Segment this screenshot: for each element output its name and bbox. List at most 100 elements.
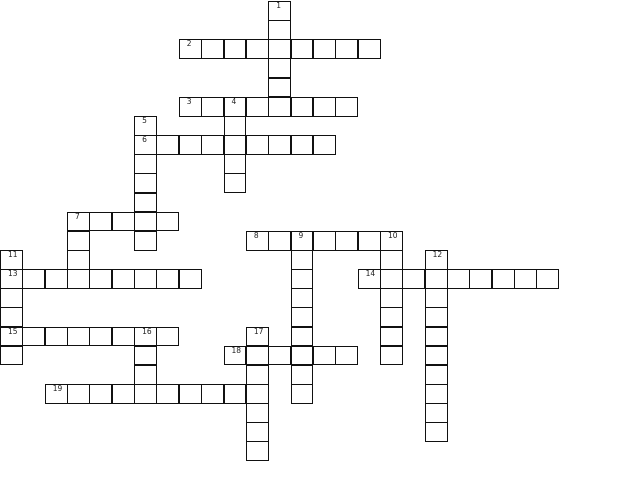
crossword-cell[interactable] <box>312 230 336 251</box>
crossword-cell[interactable] <box>335 39 359 60</box>
crossword-cell[interactable] <box>134 364 158 385</box>
crossword-cell[interactable] <box>312 135 336 155</box>
crossword-cell[interactable] <box>111 384 135 404</box>
crossword-cell[interactable] <box>67 249 90 270</box>
crossword-cell[interactable] <box>335 230 359 251</box>
crossword-cell[interactable] <box>0 288 23 308</box>
crossword-cell[interactable] <box>290 326 314 347</box>
crossword-cell[interactable] <box>424 422 448 443</box>
crossword-cell[interactable] <box>379 288 403 308</box>
crossword-cell[interactable] <box>89 211 113 232</box>
crossword-cell[interactable] <box>268 39 292 60</box>
crossword-cell[interactable] <box>268 96 292 117</box>
crossword-cell[interactable] <box>357 269 381 289</box>
crossword-cell[interactable] <box>245 135 269 155</box>
crossword-cell[interactable] <box>290 384 314 404</box>
crossword-cell[interactable] <box>245 326 269 347</box>
crossword-cell[interactable] <box>268 20 292 40</box>
crossword-cell[interactable] <box>357 230 381 251</box>
crossword-cell[interactable] <box>379 307 403 328</box>
crossword-cell[interactable] <box>156 384 180 404</box>
crossword-cell[interactable] <box>201 96 225 117</box>
crossword-cell[interactable] <box>67 326 90 347</box>
crossword-cell[interactable] <box>134 173 158 194</box>
crossword-cell[interactable] <box>22 326 46 347</box>
crossword-cell[interactable] <box>0 307 23 328</box>
crossword-cell[interactable] <box>245 403 269 423</box>
crossword-cell[interactable] <box>223 173 247 194</box>
crossword-cell[interactable] <box>134 384 158 404</box>
crossword-cell[interactable] <box>223 345 247 366</box>
crossword-cell[interactable] <box>290 345 314 366</box>
crossword-cell[interactable] <box>44 384 68 404</box>
crossword-cell[interactable] <box>67 384 90 404</box>
crossword-cell[interactable] <box>22 269 46 289</box>
crossword-cell[interactable] <box>290 249 314 270</box>
crossword-cell[interactable] <box>424 345 448 366</box>
crossword-cell[interactable] <box>134 326 158 347</box>
crossword-cell[interactable] <box>156 135 180 155</box>
crossword-cell[interactable] <box>290 307 314 328</box>
crossword-cell[interactable] <box>379 230 403 251</box>
crossword-cell[interactable] <box>245 230 269 251</box>
crossword-cell[interactable] <box>290 288 314 308</box>
crossword-cell[interactable] <box>245 39 269 60</box>
crossword-cell[interactable] <box>223 154 247 174</box>
crossword-cell[interactable] <box>491 269 515 289</box>
crossword-cell[interactable] <box>245 384 269 404</box>
crossword-cell[interactable] <box>312 39 336 60</box>
crossword-cell[interactable] <box>268 135 292 155</box>
crossword-cell[interactable] <box>223 135 247 155</box>
crossword-cell[interactable] <box>312 345 336 366</box>
crossword-cell[interactable] <box>335 345 359 366</box>
crossword-cell[interactable] <box>424 326 448 347</box>
crossword-cell[interactable] <box>290 39 314 60</box>
crossword-cell[interactable] <box>290 135 314 155</box>
crossword-cell[interactable] <box>67 230 90 251</box>
crossword-cell[interactable] <box>156 211 180 232</box>
crossword-cell[interactable] <box>424 307 448 328</box>
crossword-cell[interactable] <box>268 345 292 366</box>
crossword-cell[interactable] <box>0 249 23 270</box>
crossword-cell[interactable] <box>89 326 113 347</box>
crossword-cell[interactable] <box>245 96 269 117</box>
crossword-cell[interactable] <box>223 39 247 60</box>
crossword-cell[interactable] <box>223 115 247 136</box>
crossword-cell[interactable] <box>245 441 269 462</box>
crossword-cell[interactable] <box>111 269 135 289</box>
crossword-cell[interactable] <box>134 135 158 155</box>
crossword-cell[interactable] <box>447 269 470 289</box>
crossword-cell[interactable] <box>0 326 23 347</box>
crossword-cell[interactable] <box>290 96 314 117</box>
crossword-cell[interactable] <box>290 364 314 385</box>
crossword-cell[interactable] <box>156 326 180 347</box>
crossword-cell[interactable] <box>134 192 158 213</box>
crossword-cell[interactable] <box>134 211 158 232</box>
crossword-cell[interactable] <box>111 326 135 347</box>
crossword-cell[interactable] <box>424 249 448 270</box>
crossword-cell[interactable] <box>223 96 247 117</box>
crossword-cell[interactable] <box>134 345 158 366</box>
crossword-cell[interactable] <box>379 345 403 366</box>
crossword-cell[interactable] <box>424 403 448 423</box>
crossword-cell[interactable] <box>245 345 269 366</box>
crossword-cell[interactable] <box>134 230 158 251</box>
crossword-cell[interactable] <box>290 269 314 289</box>
crossword-cell[interactable] <box>268 230 292 251</box>
crossword-cell[interactable] <box>245 364 269 385</box>
crossword-cell[interactable] <box>111 211 135 232</box>
crossword-cell[interactable] <box>514 269 537 289</box>
crossword-cell[interactable] <box>201 135 225 155</box>
crossword-cell[interactable] <box>424 288 448 308</box>
crossword-cell[interactable] <box>178 135 202 155</box>
crossword-cell[interactable] <box>178 269 202 289</box>
crossword-cell[interactable] <box>290 230 314 251</box>
crossword-cell[interactable] <box>245 422 269 443</box>
crossword-cell[interactable] <box>379 249 403 270</box>
crossword-cell[interactable] <box>268 58 292 79</box>
crossword-cell[interactable] <box>424 364 448 385</box>
crossword-cell[interactable] <box>201 39 225 60</box>
crossword-cell[interactable] <box>223 384 247 404</box>
crossword-cell[interactable] <box>424 384 448 404</box>
crossword-cell[interactable] <box>156 269 180 289</box>
